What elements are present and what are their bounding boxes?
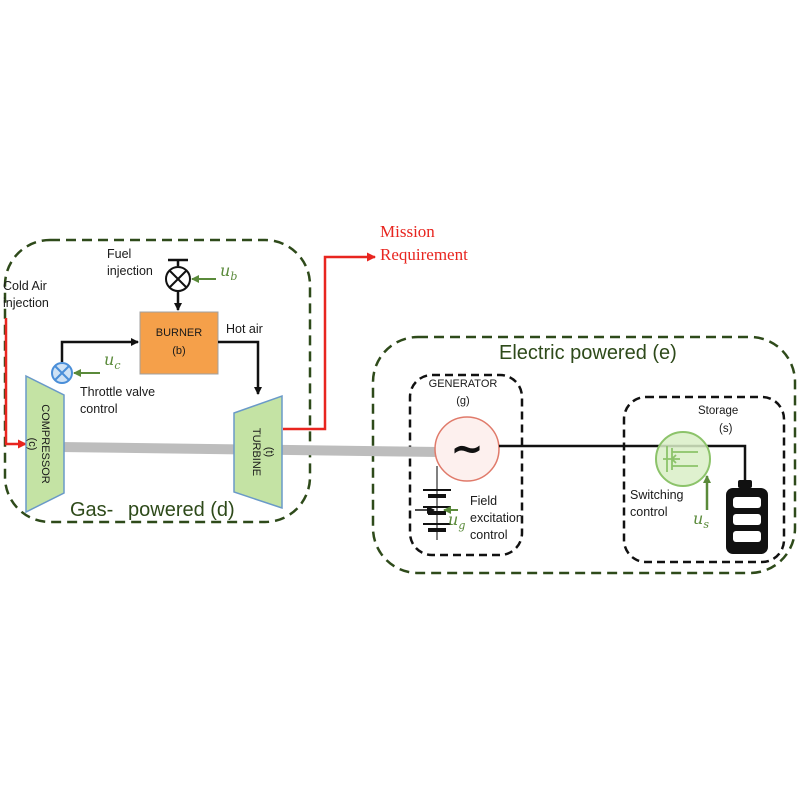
generator-symbol: ~ [450,426,484,472]
ub-label: ub [220,261,237,283]
gas-powered-label: Gas- [70,499,113,521]
fuel-valve-cross-b [169,270,187,288]
mission-arrow [283,252,376,431]
battery-icon [726,480,768,554]
storage-box [622,395,786,564]
cold-air-arrow [4,318,27,449]
switching-label-2: control [630,505,668,519]
electric-wire [499,444,747,486]
turbine-shape [233,394,283,510]
field-label-3: control [470,528,508,542]
turbine-tag: (t) [263,447,275,457]
switch-symbol [663,446,698,472]
field-label: Field [470,494,497,508]
field-label-2: excitation [470,511,523,525]
generator-box [408,373,524,557]
compressor-tag: (c) [26,438,38,451]
throttle-valve-label: Throttle valve [80,385,155,399]
mission-label: Mission [380,222,435,241]
compressor-to-burner-arrow [60,338,139,362]
cold-air-label-2: injection [3,296,49,310]
fuel-injection-label-2: injection [107,264,153,278]
switching-label: Switching [630,488,684,502]
storage-tag: (s) [719,423,733,435]
burner-tag: (b) [172,345,185,357]
mission-label-2: Requirement [380,245,468,264]
fuel-injection-label: Fuel [107,247,131,261]
throttle-valve-label-2: control [80,402,118,416]
storage-label: Storage [698,405,738,417]
ug-label: ug [448,510,465,532]
gas-powered-label-2: powered (d) [128,499,235,521]
switch-icon [655,431,711,487]
burner-label: BURNER [156,327,203,339]
electric-powered-label: Electric powered (e) [499,342,677,364]
compressor-label: COMPRESSOR [39,404,51,484]
generator-tag: (g) [456,395,469,407]
burner-to-turbine-arrow [218,340,262,395]
throttle-valve-cross-b [54,365,70,381]
burner-box [139,311,219,375]
uc-label: uc [104,350,120,372]
cold-air-label: Cold Air [3,279,47,293]
generator-label: GENERATOR [429,378,498,390]
hot-air-label: Hot air [226,322,263,336]
generator-icon [434,416,500,482]
turbine-label: TURBINE [250,428,262,476]
compressor-shape [25,374,65,514]
us-label: us [693,509,709,531]
